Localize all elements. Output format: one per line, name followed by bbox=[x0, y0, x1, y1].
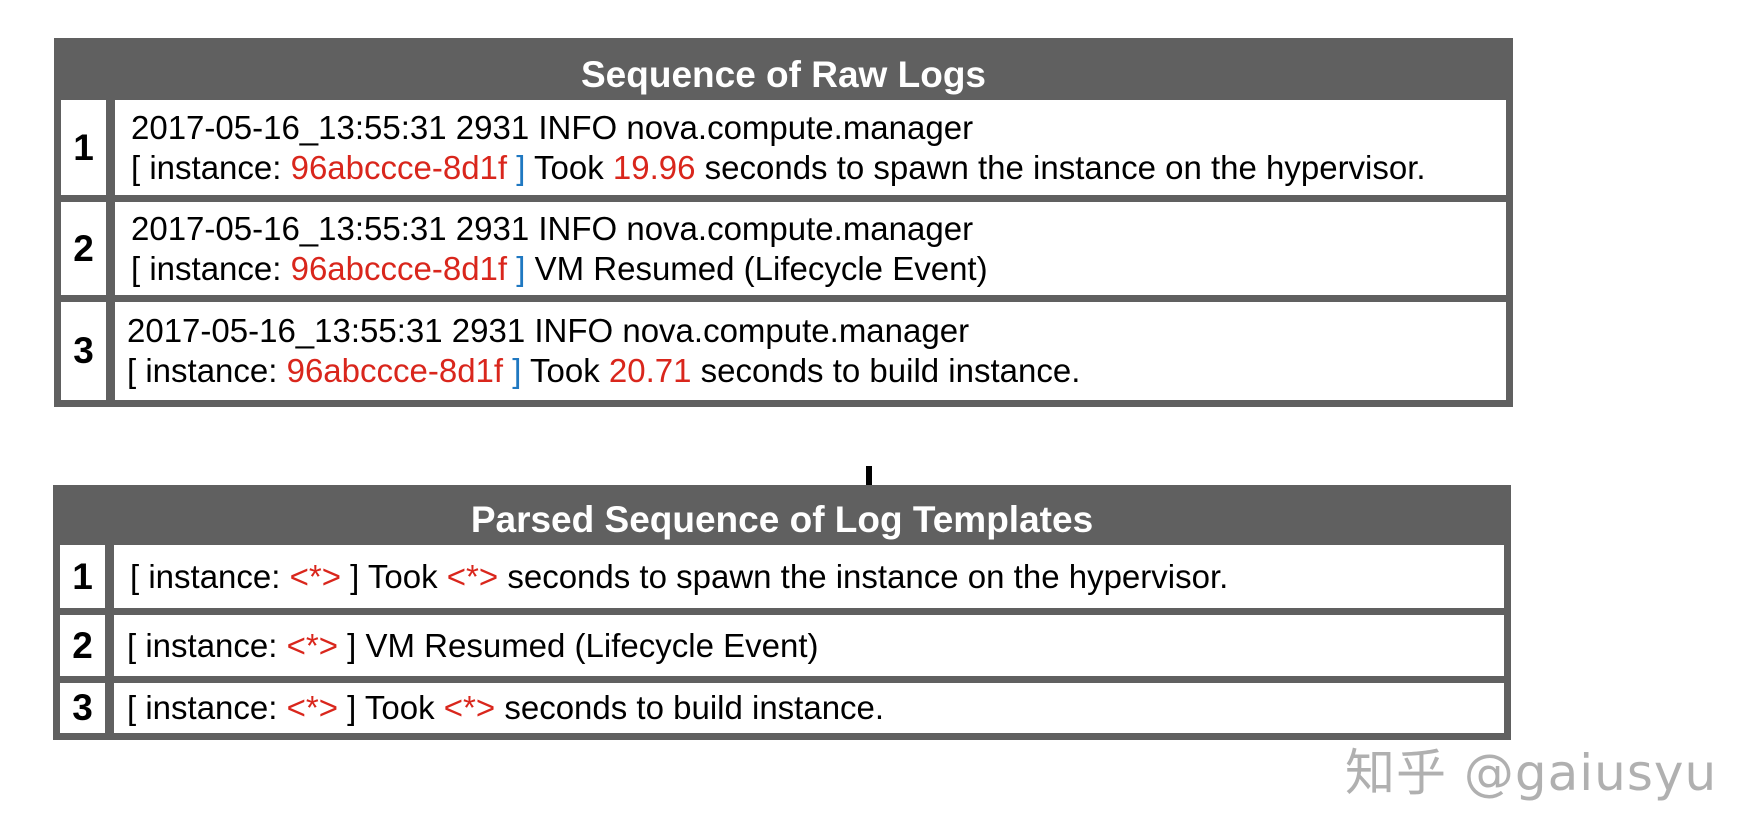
row-number: 2 bbox=[61, 202, 106, 295]
row-number: 2 bbox=[60, 615, 105, 676]
message-suffix: seconds to spawn the instance on the hyp… bbox=[695, 148, 1426, 186]
bracket-close: ] bbox=[503, 352, 522, 389]
row-number: 1 bbox=[61, 100, 106, 195]
row-number: 1 bbox=[60, 545, 105, 608]
template-suffix: seconds to spawn the instance on the hyp… bbox=[498, 557, 1229, 595]
message-text: VM Resumed (Lifecycle Event) bbox=[525, 249, 988, 287]
wildcard: <*> bbox=[446, 557, 499, 595]
bracket-close: ] bbox=[507, 249, 526, 287]
template-text: ] VM Resumed (Lifecycle Event) bbox=[337, 626, 819, 664]
variable-value: 19.96 bbox=[612, 148, 696, 186]
log-header-line: 2017-05-16_13:55:31 2931 INFO nova.compu… bbox=[127, 312, 970, 349]
watermark: 知乎 @gaiusyu bbox=[1345, 744, 1718, 802]
wildcard: <*> bbox=[286, 626, 338, 664]
log-header-line: 2017-05-16_13:55:31 2931 INFO nova.compu… bbox=[131, 209, 974, 247]
log-message-line: [ instance: 96abccce-8d1f ] Took 20.71 s… bbox=[127, 351, 1506, 391]
instance-label: [ instance: bbox=[127, 352, 287, 389]
instance-label: [ instance: bbox=[131, 249, 291, 287]
log-message-line: [ instance: 96abccce-8d1f ] VM Resumed (… bbox=[131, 249, 1506, 289]
row-number: 3 bbox=[60, 683, 105, 733]
template-text: ] Took bbox=[340, 557, 447, 595]
instance-label: [ instance: bbox=[131, 148, 291, 186]
template-line: [ instance: <*> ] Took <*> seconds to bu… bbox=[127, 688, 1504, 728]
instance-id: 96abccce-8d1f bbox=[286, 352, 504, 389]
variable-value: 20.71 bbox=[608, 352, 692, 389]
raw-logs-title: Sequence of Raw Logs bbox=[580, 54, 986, 95]
template-line: [ instance: <*> ] VM Resumed (Lifecycle … bbox=[127, 626, 1504, 666]
message-text: Took bbox=[521, 352, 609, 389]
log-message-line: [ instance: 96abccce-8d1f ] Took 19.96 s… bbox=[131, 148, 1506, 188]
raw-log-content: 2017-05-16_13:55:31 2931 INFO nova.compu… bbox=[115, 202, 1506, 295]
arrow-shaft bbox=[866, 466, 872, 498]
raw-log-row-1: 1 2017-05-16_13:55:31 2931 INFO nova.com… bbox=[61, 100, 1506, 195]
instance-id: 96abccce-8d1f bbox=[290, 249, 508, 287]
wildcard: <*> bbox=[289, 557, 341, 595]
template-line: [ instance: <*> ] Took <*> seconds to sp… bbox=[130, 557, 1504, 597]
message-suffix: seconds to build instance. bbox=[691, 352, 1081, 389]
log-templates-title: Parsed Sequence of Log Templates bbox=[470, 499, 1094, 540]
raw-log-row-2: 2 2017-05-16_13:55:31 2931 INFO nova.com… bbox=[61, 202, 1506, 295]
instance-label: [ instance: bbox=[127, 689, 287, 726]
template-suffix: seconds to build instance. bbox=[495, 689, 885, 726]
template-row-3: 3 [ instance: <*> ] Took <*> seconds to … bbox=[60, 683, 1504, 733]
instance-id: 96abccce-8d1f bbox=[290, 148, 508, 186]
raw-log-row-3: 3 2017-05-16_13:55:31 2931 INFO nova.com… bbox=[61, 302, 1506, 400]
wildcard: <*> bbox=[443, 689, 496, 726]
raw-logs-table: Sequence of Raw Logs 1 2017-05-16_13:55:… bbox=[54, 38, 1513, 407]
raw-log-content: 2017-05-16_13:55:31 2931 INFO nova.compu… bbox=[115, 302, 1506, 400]
template-row-2: 2 [ instance: <*> ] VM Resumed (Lifecycl… bbox=[60, 615, 1504, 676]
message-text: Took bbox=[525, 148, 613, 186]
log-templates-table: Parsed Sequence of Log Templates 1 [ ins… bbox=[53, 485, 1511, 740]
template-content: [ instance: <*> ] Took <*> seconds to sp… bbox=[114, 545, 1504, 608]
instance-label: [ instance: bbox=[130, 557, 290, 595]
template-row-1: 1 [ instance: <*> ] Took <*> seconds to … bbox=[60, 545, 1504, 608]
row-number: 3 bbox=[61, 302, 106, 400]
raw-log-content: 2017-05-16_13:55:31 2931 INFO nova.compu… bbox=[115, 100, 1506, 195]
log-header-line: 2017-05-16_13:55:31 2931 INFO nova.compu… bbox=[131, 108, 974, 146]
bracket-close: ] bbox=[507, 148, 526, 186]
template-content: [ instance: <*> ] VM Resumed (Lifecycle … bbox=[114, 615, 1504, 676]
template-content: [ instance: <*> ] Took <*> seconds to bu… bbox=[114, 683, 1504, 733]
template-text: ] Took bbox=[337, 689, 444, 726]
instance-label: [ instance: bbox=[127, 626, 287, 664]
wildcard: <*> bbox=[286, 689, 338, 726]
